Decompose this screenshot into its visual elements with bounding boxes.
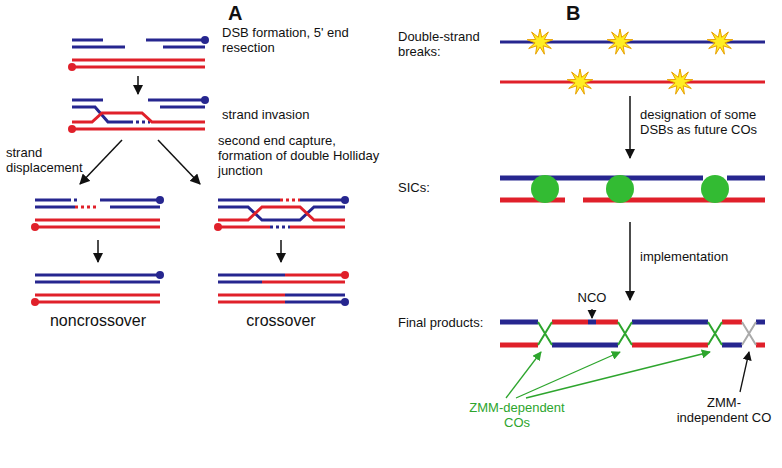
drawing-part: [72, 113, 205, 129]
drawing-part: [156, 271, 164, 279]
drawing-part: [68, 63, 76, 71]
annotation-label: SICs:: [398, 181, 493, 196]
drawing-part: [526, 352, 710, 398]
drawing-part: [740, 352, 749, 392]
annotation-label: ZMM-dependent COs: [462, 401, 572, 431]
annotation-label: strand invasion: [222, 108, 362, 123]
drawing-part: [280, 240, 282, 262]
drawing-part: [72, 60, 205, 67]
drawing-part: [280, 199, 300, 202]
dsb-star: [607, 29, 633, 54]
drawing-part: [31, 298, 39, 306]
drawing-part: [214, 223, 222, 231]
drawing-part: [506, 352, 541, 398]
annotation-label: implementation: [640, 250, 775, 265]
dsb-star: [527, 29, 553, 54]
annotation-label: designation of some DSBs as future COs: [640, 108, 775, 138]
drawing-part: [72, 100, 205, 122]
dsb-star: [667, 69, 693, 94]
drawing-part: [742, 322, 756, 345]
drawing-part: [156, 196, 164, 204]
drawing-part: [137, 76, 139, 94]
annotation-label: ZMM-independent CO: [672, 396, 776, 426]
annotation-label: Final products:: [398, 316, 493, 331]
drawing-part: [218, 200, 345, 220]
drawing-part: [341, 271, 349, 279]
drawing-part: [201, 36, 209, 44]
leader-lines: [506, 309, 749, 398]
drawing-part: [500, 81, 765, 84]
annotation-label: noncrossover: [28, 312, 168, 330]
drawing-part: [341, 298, 349, 306]
drawing-part: [68, 125, 76, 133]
drawing-part: [531, 175, 559, 203]
drawing-part: [35, 200, 160, 207]
panel-letter: A: [228, 2, 258, 25]
drawing-part: [31, 223, 39, 231]
sic-circles: [531, 175, 729, 203]
annotation-label: crossover: [211, 312, 351, 330]
crossover-marks: [538, 322, 756, 345]
drawing-part: [701, 175, 729, 203]
drawing-part: [552, 320, 742, 325]
drawing-part: [72, 40, 205, 47]
drawing-part: [35, 282, 160, 302]
drawing-part: [591, 309, 592, 318]
drawing-part: [68, 199, 80, 202]
drawing-part: [75, 206, 96, 209]
annotation-label: strand displacement: [6, 146, 96, 176]
drawing-part: [552, 343, 742, 348]
drawing-part: [158, 140, 200, 184]
annotation-label: DSB formation, 5' end resection: [222, 26, 362, 56]
panel-letter: B: [566, 2, 596, 25]
drawing-part: [218, 275, 345, 302]
dsb-stars: [527, 29, 733, 94]
drawing-part: [35, 220, 160, 227]
drawing-part: [538, 322, 722, 345]
drawing-part: [606, 175, 634, 203]
drawing-part: [629, 222, 631, 300]
annotation-label: NCO: [572, 291, 612, 306]
dsb-star: [707, 29, 733, 54]
drawing-part: [218, 275, 345, 302]
drawing-part: [270, 226, 290, 229]
drawing-part: [516, 352, 620, 398]
panel-b-chromosomes: [500, 42, 765, 345]
drawing-part: [218, 207, 345, 227]
dsb-star: [567, 69, 593, 94]
drawing-part: [130, 121, 150, 124]
drawing-part: [201, 96, 209, 104]
drawing-part: [80, 140, 122, 184]
drawing-part: [629, 96, 631, 158]
process-arrows: [80, 76, 630, 300]
drawing-part: [341, 196, 349, 204]
annotation-label: second end capture, formation of double …: [218, 134, 383, 179]
drawing-part: [97, 240, 99, 262]
annotation-label: Double-strand breaks:: [398, 30, 493, 60]
